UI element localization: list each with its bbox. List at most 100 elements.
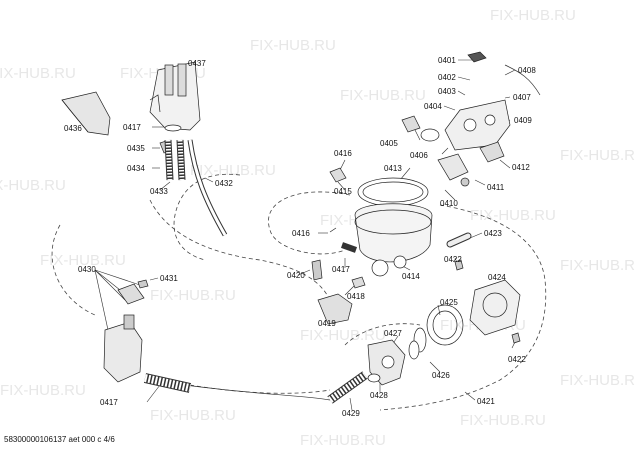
part-labels: 0401 0402 0403 0404 0405 0406 0407 0408 … [64, 56, 536, 418]
part-label-0417: 0417 [123, 123, 141, 132]
watermark: FIX-HUB.RU [300, 327, 386, 344]
part-0413-sump [354, 177, 433, 277]
part-label-0422: 0422 [444, 255, 462, 264]
part-0432-hose [187, 139, 228, 237]
part-0418-connector [351, 276, 366, 289]
hose-route-outline [189, 384, 331, 394]
part-0408-wire [504, 64, 541, 96]
part-0410-valve-body [437, 153, 469, 181]
part-label-0416: 0416 [292, 229, 310, 238]
part-0428-seal [367, 373, 381, 383]
part-0434-hose [164, 139, 174, 181]
part-0430-drain-pump [103, 283, 145, 383]
part-label-0425: 0425 [440, 298, 458, 307]
parts [61, 51, 541, 404]
part-0426-seal [408, 340, 420, 360]
part-0422-clip [454, 259, 464, 271]
watermark: FIX-HUB.RU [300, 432, 386, 449]
part-label-0411: 0411 [487, 183, 505, 192]
part-0431-clip [137, 279, 149, 289]
watermark-layer: FIX-HUB.RU FIX-HUB.RU FIX-HUB.RU FIX-HUB… [0, 7, 636, 449]
part-label-0403: 0403 [438, 87, 456, 96]
part-0406-seal [420, 128, 440, 142]
part-label-0428: 0428 [370, 391, 388, 400]
part-0417-hose-piece [340, 242, 358, 253]
watermark: FIX-HUB.RU [190, 162, 276, 179]
part-0405-solenoid [401, 115, 421, 133]
part-0415-bracket [329, 167, 347, 183]
part-0421-hose [184, 384, 331, 401]
part-0420-clamp [311, 259, 323, 281]
part-label-0417: 0417 [100, 398, 118, 407]
part-label-0421: 0421 [477, 397, 495, 406]
watermark: FIX-HUB.RU [490, 7, 576, 24]
part-0422-clip [511, 332, 521, 344]
part-0417-drain-hose [143, 373, 192, 393]
part-label-0429: 0429 [342, 409, 360, 418]
watermark: FIX-HUB.RU [340, 87, 426, 104]
part-0429-drain-hose [327, 371, 368, 404]
part-label-0423: 0423 [484, 229, 502, 238]
part-0402-block [467, 51, 487, 63]
part-label-0408: 0408 [518, 66, 536, 75]
part-label-0437: 0437 [188, 59, 206, 68]
watermark: FIX-HUB.RU [0, 65, 76, 82]
part-label-0406: 0406 [410, 151, 428, 160]
hose-route-outline [268, 191, 351, 255]
part-label-0420: 0420 [287, 271, 305, 280]
part-0425-impeller-ring [426, 304, 464, 346]
part-label-0404: 0404 [424, 102, 442, 111]
part-label-0434: 0434 [127, 164, 145, 173]
part-label-0418: 0418 [347, 292, 365, 301]
hose-route-outline [379, 204, 547, 411]
watermark: FIX-HUB.RU [560, 147, 636, 164]
part-label-0405: 0405 [380, 139, 398, 148]
watermark: FIX-HUB.RU [470, 207, 556, 224]
hose-route-outline [149, 199, 331, 301]
part-label-0426: 0426 [432, 371, 450, 380]
part-0417-ring [164, 124, 182, 132]
part-label-0414: 0414 [402, 272, 420, 281]
part-0425-impeller-ring [432, 310, 458, 340]
part-label-0430: 0430 [78, 265, 96, 274]
watermark: FIX-HUB.RU [150, 407, 236, 424]
watermark: FIX-HUB.RU [0, 177, 66, 194]
hose-route-outline [173, 173, 241, 261]
watermark: FIX-HUB.RU [560, 257, 636, 274]
watermark: FIX-HUB.RU [460, 412, 546, 429]
part-label-0436: 0436 [64, 124, 82, 133]
part-0436-cover [61, 91, 111, 136]
part-label-0422: 0422 [508, 355, 526, 364]
part-label-0433: 0433 [150, 187, 168, 196]
hose-route-outline [344, 323, 421, 346]
document-footer: 58300000106137 aet 000 c 4/6 [4, 435, 115, 444]
part-label-0415: 0415 [334, 187, 352, 196]
watermark: FIX-HUB.RU [40, 252, 126, 269]
part-label-0424: 0424 [488, 273, 506, 282]
routing-outlines [51, 173, 547, 411]
part-0437-dosing-unit [149, 61, 201, 131]
part-label-0416: 0416 [334, 149, 352, 158]
part-label-0401: 0401 [438, 56, 456, 65]
watermark: FIX-HUB.RU [0, 382, 86, 399]
part-label-0427: 0427 [384, 329, 402, 338]
part-label-0419: 0419 [318, 319, 336, 328]
part-label-0413: 0413 [384, 164, 402, 173]
watermark: FIX-HUB.RU [560, 372, 636, 389]
part-0424-circulation-pump [469, 279, 521, 336]
part-label-0407: 0407 [513, 93, 531, 102]
part-label-0435: 0435 [127, 144, 145, 153]
part-0433-hose [176, 139, 186, 181]
watermark: FIX-HUB.RU [250, 37, 336, 54]
watermark: FIX-HUB.RU [150, 287, 236, 304]
part-label-0409: 0409 [514, 116, 532, 125]
part-0423-heater-sensor [446, 232, 472, 248]
part-0427-pump-housing [367, 339, 406, 386]
part-0411-clip [460, 177, 470, 187]
part-0412-outlet [479, 141, 505, 163]
part-label-0417: 0417 [332, 265, 350, 274]
part-label-0431: 0431 [160, 274, 178, 283]
part-label-0412: 0412 [512, 163, 530, 172]
part-0419-pump-motor [317, 293, 353, 325]
